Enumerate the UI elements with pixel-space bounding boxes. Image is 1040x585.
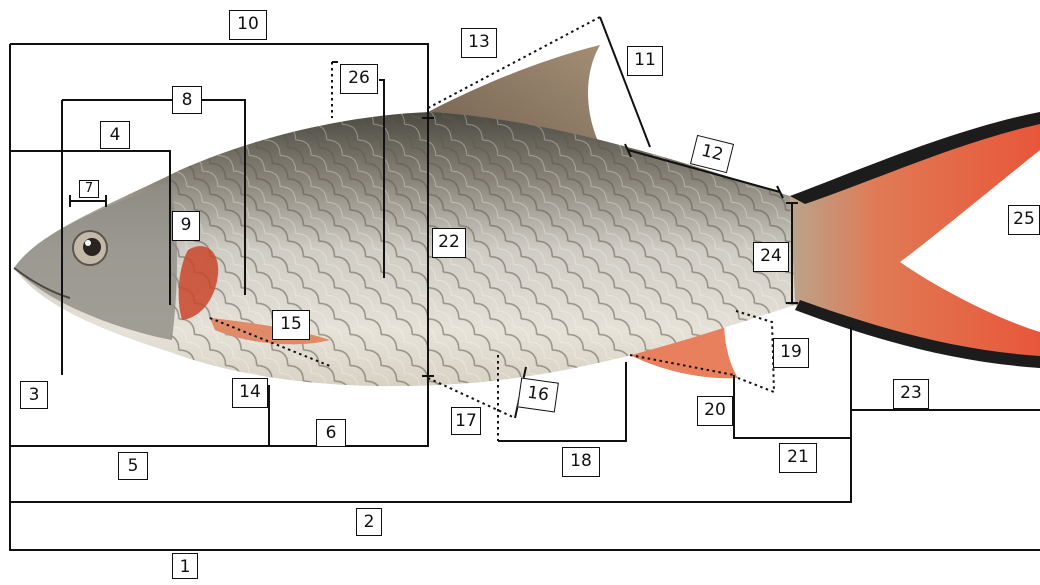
- label-25: 25: [1008, 205, 1040, 235]
- pupil: [83, 238, 101, 256]
- label-8: 8: [172, 86, 202, 114]
- label-9: 9: [172, 211, 200, 241]
- label-13: 13: [461, 28, 497, 58]
- label-5: 5: [118, 452, 148, 480]
- dotted-19: [736, 311, 774, 392]
- measure-21: [734, 375, 851, 438]
- label-18: 18: [562, 447, 600, 477]
- label-1: 1: [172, 553, 198, 579]
- label-2: 2: [356, 508, 382, 536]
- label-6: 6: [316, 419, 346, 447]
- label-16: 16: [517, 378, 559, 413]
- label-14: 14: [232, 378, 268, 408]
- label-15: 15: [272, 310, 310, 340]
- label-22: 22: [432, 228, 466, 258]
- label-24: 24: [753, 242, 789, 272]
- label-20: 20: [697, 396, 733, 426]
- label-21: 21: [779, 443, 817, 473]
- label-10: 10: [229, 10, 267, 40]
- measure-11: [600, 17, 650, 147]
- label-26: 26: [340, 64, 378, 94]
- label-19: 19: [773, 338, 809, 368]
- label-4: 4: [100, 121, 130, 149]
- label-17: 17: [451, 407, 481, 435]
- label-23: 23: [893, 379, 929, 409]
- label-3: 3: [20, 381, 48, 409]
- label-7: 7: [79, 180, 99, 198]
- fish-illustration: [14, 45, 1040, 400]
- label-11: 11: [627, 46, 663, 76]
